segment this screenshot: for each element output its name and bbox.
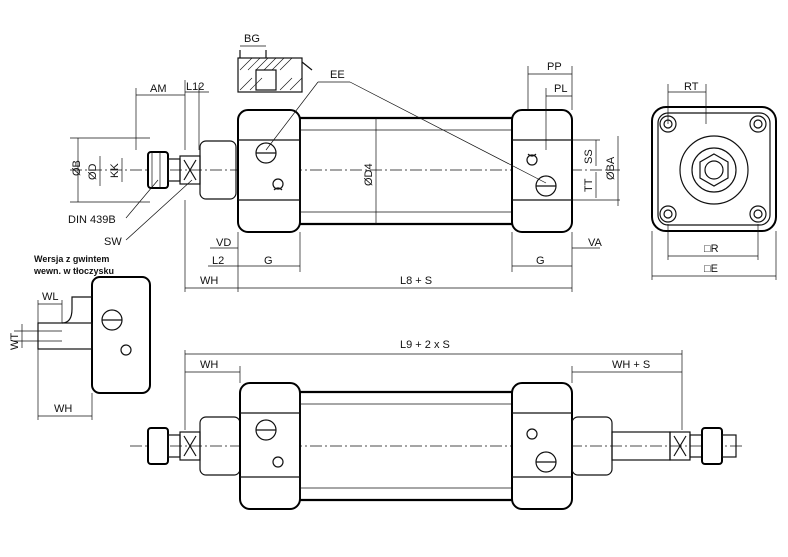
- wh-bottom-label: WH: [200, 359, 218, 371]
- pl-label: PL: [554, 83, 567, 95]
- sw-label: SW: [104, 236, 122, 248]
- pp-label: PP: [547, 61, 562, 73]
- tt-label: TT: [583, 178, 595, 192]
- od4-label: ØD4: [363, 163, 375, 186]
- kk-label: KK: [109, 163, 121, 178]
- e-label: □E: [704, 263, 718, 275]
- whs-label: WH + S: [612, 359, 650, 371]
- version-note-line1: Wersja z gwintem: [34, 254, 109, 264]
- ob-label: ØB: [71, 160, 83, 176]
- r-label: □R: [704, 243, 719, 255]
- side-view-top: BG EE AM L12 PP PL ØB ØD KK ØD4: [68, 33, 620, 292]
- ee-label: EE: [330, 69, 345, 81]
- l9-label: L9 + 2 x S: [400, 339, 450, 351]
- l2-label: L2: [212, 255, 224, 267]
- wh-detail-label: WH: [54, 403, 72, 415]
- am-label: AM: [150, 83, 167, 95]
- od-label: ØD: [87, 163, 99, 180]
- double-rod-view: L9 + 2 x S WH WH + S: [130, 339, 745, 510]
- din-label: DIN 439B: [68, 214, 116, 226]
- l12-label: L12: [186, 81, 204, 93]
- end-view: RT □R □E: [651, 81, 777, 280]
- vd-label: VD: [216, 237, 231, 249]
- g-left-label: G: [264, 255, 273, 267]
- wt-label: WT: [9, 333, 21, 350]
- version-note-line2: wewn. w tłoczysku: [33, 266, 114, 276]
- bg-label: BG: [244, 33, 260, 45]
- wl-label: WL: [42, 291, 59, 303]
- ss-label: SS: [583, 149, 595, 164]
- g-right-label: G: [536, 255, 545, 267]
- oba-label: ØBA: [605, 156, 617, 180]
- wh-top-label: WH: [200, 275, 218, 287]
- va-label: VA: [588, 237, 603, 249]
- bg-detail: BG: [237, 33, 313, 93]
- rt-label: RT: [684, 81, 699, 93]
- internal-thread-detail: Wersja z gwintem wewn. w tłoczysku WL WT…: [9, 254, 151, 420]
- l8s-label: L8 + S: [400, 275, 432, 287]
